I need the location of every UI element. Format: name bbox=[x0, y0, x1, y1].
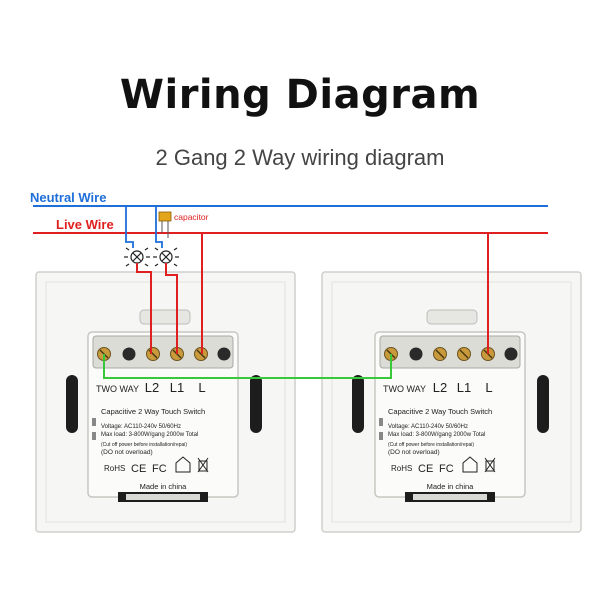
terminal-unused bbox=[409, 347, 423, 361]
mount-slot-right bbox=[250, 375, 262, 433]
svg-text:CE: CE bbox=[131, 463, 146, 475]
mount-slot-right bbox=[537, 375, 549, 433]
live-wire-label: Live Wire bbox=[56, 217, 114, 232]
svg-text:RoHS: RoHS bbox=[104, 464, 125, 473]
certification-icons: RoHS CE FC bbox=[391, 456, 496, 475]
max-load-spec: Max load: 3-800W/gang 2000w Total bbox=[388, 432, 485, 438]
overload-note: (DO not overload) bbox=[101, 449, 153, 456]
made-in-label: Made in china bbox=[427, 482, 475, 491]
neutral-drop-lamp2 bbox=[155, 206, 163, 248]
svg-text:FC: FC bbox=[439, 463, 454, 475]
terminal-l1 bbox=[457, 347, 471, 361]
switch-right: L2 L1 L TWO WAY Capacitive 2 Way Touch S… bbox=[321, 271, 582, 533]
terminal-label-l2: L2 bbox=[145, 380, 159, 395]
mount-slot-left bbox=[66, 375, 78, 433]
terminal-l2 bbox=[433, 347, 447, 361]
switch-left-plate-inner bbox=[45, 281, 286, 523]
terminal-label-l1: L1 bbox=[457, 380, 471, 395]
neutral-wire-label: Neutral Wire bbox=[30, 190, 106, 205]
warning-note: (Cut off power before installation/repai… bbox=[388, 442, 474, 448]
voltage-spec: Voltage: AC110-240v 50/60Hz bbox=[388, 424, 468, 430]
product-name: Capacitive 2 Way Touch Switch bbox=[388, 407, 492, 416]
overload-note: (DO not overload) bbox=[388, 449, 440, 456]
voltage-spec: Voltage: AC110-240v 50/60Hz bbox=[101, 424, 181, 430]
lamp1-to-l2-wire bbox=[136, 263, 152, 354]
product-name: Capacitive 2 Way Touch Switch bbox=[101, 407, 205, 416]
terminal-unused bbox=[122, 347, 136, 361]
switch-left: L2 L1 L TWO WAY Capacitive 2 Way Touch S… bbox=[35, 271, 296, 533]
certification-icons: RoHS CE FC bbox=[104, 456, 209, 475]
terminal-label-l: L bbox=[485, 380, 492, 395]
terminal-l2 bbox=[146, 347, 160, 361]
terminal-label-l: L bbox=[198, 380, 205, 395]
switch-model: TWO WAY bbox=[96, 384, 139, 394]
neutral-drop-lamp1 bbox=[125, 206, 134, 248]
traveler-wire bbox=[103, 354, 392, 379]
svg-text:FC: FC bbox=[152, 463, 167, 475]
switch-right-plate-inner bbox=[331, 281, 572, 523]
svg-text:CE: CE bbox=[418, 463, 433, 475]
switch-left-terminal-block bbox=[92, 335, 234, 369]
lamp2-to-l1-wire bbox=[165, 263, 178, 354]
warning-note: (Cut off power before installation/repai… bbox=[101, 442, 187, 448]
lamp-2-icon bbox=[153, 247, 179, 267]
diagram-subtitle: 2 Gang 2 Way wiring diagram bbox=[155, 145, 445, 170]
mount-slot-left bbox=[352, 375, 364, 433]
made-in-label: Made in china bbox=[140, 482, 188, 491]
diagram-title: Wiring Diagram bbox=[119, 72, 481, 118]
capacitor-label: capacitor bbox=[174, 212, 209, 222]
terminal-label-l1: L1 bbox=[170, 380, 184, 395]
max-load-spec: Max load: 3-800W/gang 2000w Total bbox=[101, 432, 198, 438]
capacitor: capacitor bbox=[158, 211, 209, 238]
switch-right-terminal-block bbox=[379, 335, 521, 369]
svg-text:RoHS: RoHS bbox=[391, 464, 412, 473]
switch-model: TWO WAY bbox=[383, 384, 426, 394]
terminal-label-l2: L2 bbox=[433, 380, 447, 395]
